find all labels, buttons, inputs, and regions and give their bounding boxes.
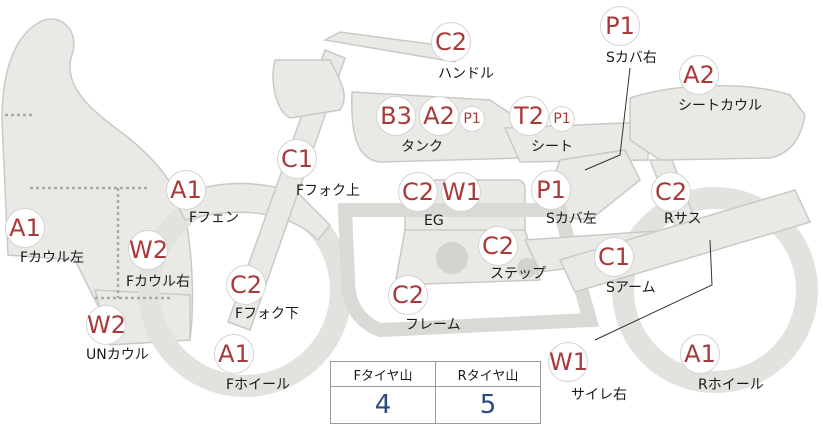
silencer-right-label: サイレ右 <box>571 387 627 403</box>
front-cowl-left-label: Fカウル左 <box>20 250 85 266</box>
handle-label: ハンドル <box>438 66 494 82</box>
front-fender-label: Fフェン <box>189 210 240 226</box>
rear-wheel-grade-badge: A1 <box>680 334 720 374</box>
seat-cowl-label: シートカウル <box>678 98 762 114</box>
rear-suspension-label: Rサス <box>664 211 702 227</box>
seat-cover-left-grade-badge: P1 <box>531 170 571 210</box>
tank-second-grade-badge: A2 <box>419 96 459 136</box>
step-grade-badge: C2 <box>478 226 518 266</box>
tire-table-header-row: Fタイヤ山 Rタイヤ山 <box>330 361 541 387</box>
under-cowl-label: UNカウル <box>86 347 149 363</box>
frame-shape <box>337 203 600 338</box>
seat-label: シート <box>531 139 573 155</box>
seat-cowl-shape <box>629 84 806 161</box>
rear-tire-header: Rタイヤ山 <box>435 361 541 387</box>
handlebar-shape <box>272 59 345 119</box>
engine-label: EG <box>424 213 444 229</box>
rear-suspension-grade-badge: C2 <box>651 172 691 212</box>
tank-third-grade-badge: P1 <box>459 106 485 132</box>
tire-tread-table: Fタイヤ山 Rタイヤ山 4 5 <box>330 361 541 424</box>
fork-shape <box>227 49 346 331</box>
fork-upper-grade-badge: C1 <box>277 139 317 179</box>
frame-grade-badge: C2 <box>388 275 428 315</box>
swing-arm-grade-badge: C1 <box>594 237 634 277</box>
tire-table-value-row: 4 5 <box>330 386 541 424</box>
seat-cowl-grade-badge: A2 <box>679 55 719 95</box>
front-cowl-left-grade-badge: A1 <box>5 208 45 248</box>
front-tire-header: Fタイヤ山 <box>330 361 436 387</box>
front-cowl-right-grade-badge: W2 <box>128 230 168 270</box>
tank-label: タンク <box>401 139 443 155</box>
handle-grade-badge: C2 <box>431 22 471 62</box>
tank-grade-badge: B3 <box>376 96 416 136</box>
rear-tire-value: 5 <box>435 386 541 424</box>
front-wheel-grade-badge: A1 <box>214 334 254 374</box>
frame-label: フレーム <box>405 317 461 333</box>
under-cowl-grade-badge: W2 <box>86 305 126 345</box>
seat-cover-right-grade-badge: P1 <box>600 6 640 46</box>
front-tire-value: 4 <box>330 386 436 424</box>
fork-lower-label: Fフォク下 <box>235 306 300 322</box>
front-wheel-label: Fホイール <box>226 377 291 393</box>
rear-wheel-label: Rホイール <box>698 377 764 393</box>
seat-grade-badge: T2 <box>509 96 549 136</box>
step-label: ステップ <box>490 266 546 282</box>
rear-wheel-shape <box>612 187 818 393</box>
seat-second-grade-badge: P1 <box>549 106 575 132</box>
front-fender-grade-badge: A1 <box>166 170 206 210</box>
fork-upper-label: Fフォク上 <box>296 183 361 199</box>
seat-cover-right-label: Sカバ右 <box>606 50 657 66</box>
silencer-right-grade-badge: W1 <box>548 342 588 382</box>
swing-arm-label: Sアーム <box>606 280 656 296</box>
engine-second-grade-badge: W1 <box>441 172 481 212</box>
engine-grade-badge: C2 <box>398 172 438 212</box>
fork-lower-grade-badge: C2 <box>226 265 266 305</box>
front-cowl-right-label: Fカウル右 <box>126 274 191 290</box>
seat-cover-left-label: Sカバ左 <box>546 211 597 227</box>
